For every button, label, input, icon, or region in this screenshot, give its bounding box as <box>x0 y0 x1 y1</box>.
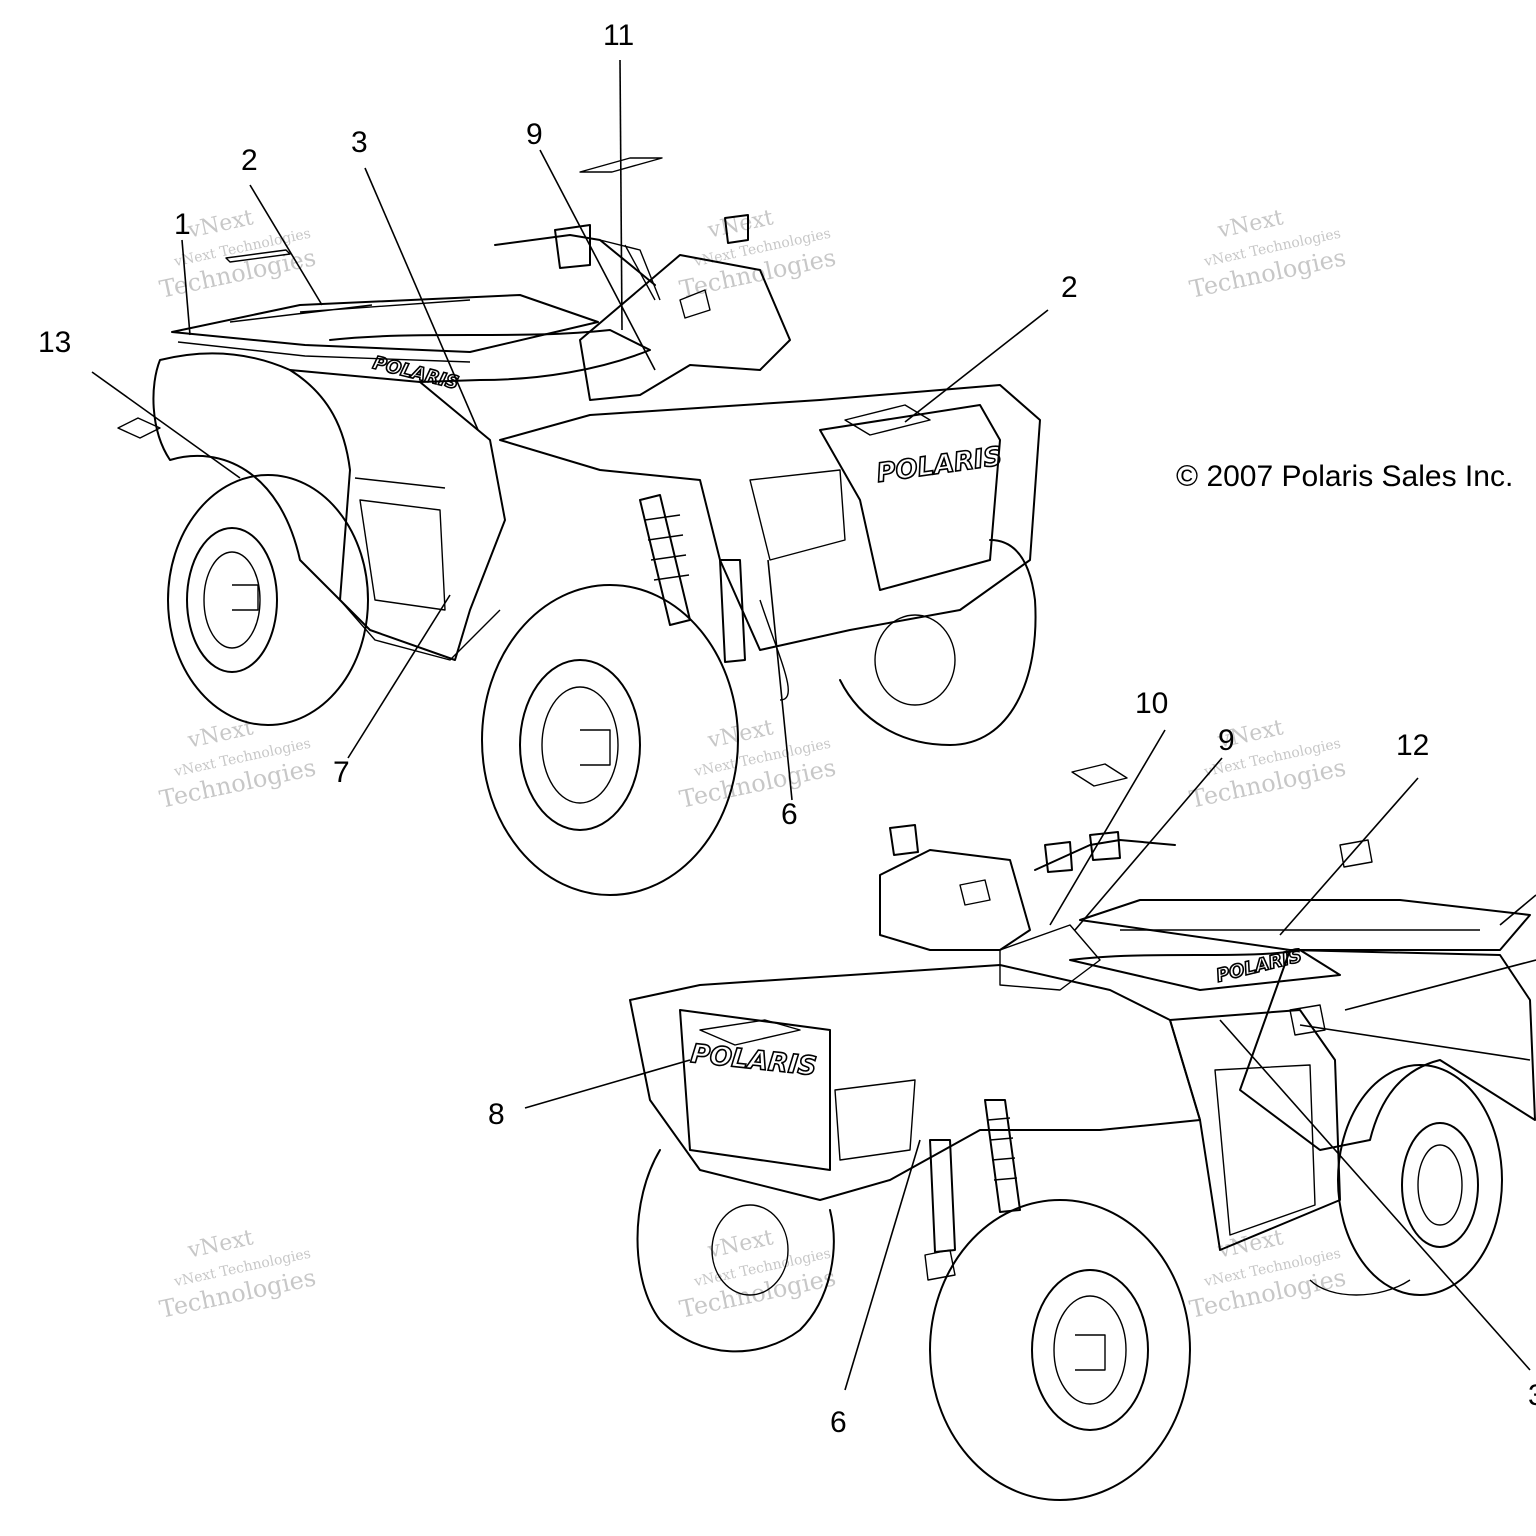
watermark: vNext vNext Technologies Technologies <box>677 715 838 813</box>
copyright-text: © 2007 Polaris Sales Inc. <box>1176 460 1514 493</box>
callout-10: 10 <box>1135 687 1168 720</box>
svg-text:vNext: vNext <box>705 715 776 753</box>
callout-12: 12 <box>1396 729 1429 762</box>
callout-9: 9 <box>1218 724 1235 757</box>
callout-9: 9 <box>526 118 543 151</box>
wheel-rear-upper <box>167 474 369 726</box>
svg-text:vNext: vNext <box>185 1225 256 1263</box>
callout-3: 3 <box>351 126 368 159</box>
callout-1: 1 <box>174 208 191 241</box>
atv-upper: POLARIS POLARIS <box>152 214 1041 896</box>
watermarks: vNext vNext Technologies Technologies vN… <box>157 205 1348 1323</box>
decals <box>117 157 1373 868</box>
svg-text:vNext: vNext <box>1215 205 1286 243</box>
callout-3: 3 <box>1528 1379 1536 1412</box>
callout-6: 6 <box>781 798 798 831</box>
wheel-front-upper-left <box>481 584 739 896</box>
callout-8: 8 <box>488 1098 505 1131</box>
callouts: 11 9 3 2 1 13 2 7 6 10 9 12 8 6 3 <box>38 19 1536 1439</box>
callout-6: 6 <box>830 1406 847 1439</box>
wheel-front-upper-right <box>839 539 1037 746</box>
svg-text:vNext: vNext <box>1215 1225 1286 1263</box>
watermark: vNext vNext Technologies Technologies <box>1187 205 1348 303</box>
decal-10 <box>1071 763 1128 787</box>
brand-decal-front: POLARIS <box>875 442 1004 489</box>
watermark: vNext vNext Technologies Technologies <box>677 205 838 303</box>
atv-lower: POLARIS POLARIS <box>629 824 1536 1501</box>
watermark: vNext vNext Technologies Technologies <box>677 1225 838 1323</box>
leader-lines <box>91 59 1536 1391</box>
svg-text:vNext: vNext <box>705 205 776 243</box>
watermark: vNext vNext Technologies Technologies <box>1187 1225 1348 1323</box>
callout-13: 13 <box>38 326 71 359</box>
callout-7: 7 <box>333 756 350 789</box>
decal-13 <box>117 417 161 439</box>
svg-text:vNext: vNext <box>185 205 256 243</box>
watermark: vNext vNext Technologies Technologies <box>157 1225 318 1323</box>
decal-11 <box>579 157 663 173</box>
brand-decal-front-lower: POLARIS <box>689 1039 818 1082</box>
watermark: vNext vNext Technologies Technologies <box>157 205 318 303</box>
decal-2-upper <box>225 249 291 263</box>
decal-12 <box>1339 839 1373 868</box>
wheel-front-lower-left <box>929 1199 1191 1501</box>
wheel-front-lower-right <box>636 1149 835 1353</box>
callout-11: 11 <box>603 19 634 52</box>
watermark: vNext vNext Technologies Technologies <box>1187 715 1348 813</box>
callout-2: 2 <box>1061 271 1078 304</box>
wheel-rear-lower <box>1309 1064 1503 1296</box>
callout-2: 2 <box>241 144 258 177</box>
